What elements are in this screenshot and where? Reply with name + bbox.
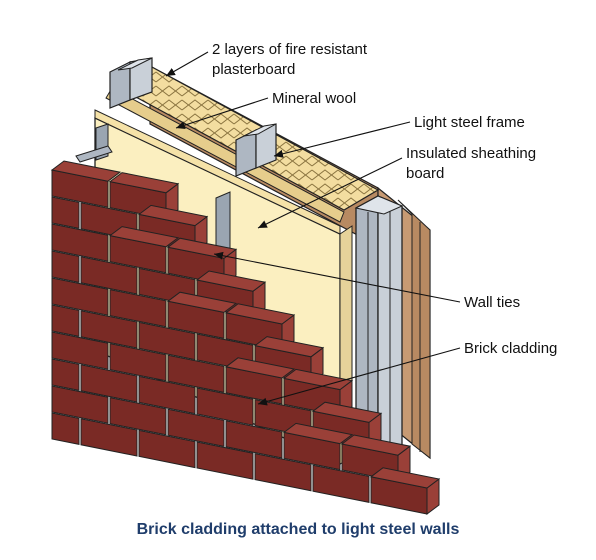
- brick-top: [282, 422, 354, 445]
- brick: [51, 385, 109, 424]
- brick: [196, 441, 254, 480]
- brick: [51, 250, 80, 284]
- leader-wall-ties: [213, 251, 461, 303]
- brick: [51, 223, 109, 262]
- brick-top: [253, 336, 325, 358]
- brick-top: [137, 204, 209, 227]
- leader-plasterboard: [165, 51, 209, 77]
- leader-sheathing: [257, 157, 403, 229]
- brick: [80, 256, 138, 295]
- brick: [138, 321, 196, 361]
- label-plasterboard-1: 2 layers of fire resistant: [212, 41, 368, 58]
- brick: [51, 331, 109, 370]
- label-sheathing-2: board: [406, 165, 444, 182]
- brick-top: [195, 270, 267, 292]
- brick: [80, 418, 138, 457]
- wall-tie-upper: [75, 123, 113, 163]
- label-mineral-wool: Mineral wool: [272, 90, 356, 107]
- leader-lines: [165, 51, 461, 406]
- figure-caption: Brick cladding attached to light steel w…: [137, 521, 460, 538]
- brick-top: [340, 434, 412, 456]
- brick-cladding: [50, 160, 441, 515]
- leader-steel-frame: [273, 121, 411, 158]
- brick: [167, 354, 225, 394]
- brick-top: [311, 401, 383, 423]
- brick: [167, 408, 225, 448]
- brick: [51, 277, 109, 316]
- steel-stud-middle: [235, 123, 277, 177]
- brick-top: [224, 357, 296, 379]
- brick-top: [224, 303, 296, 325]
- brick: [109, 288, 167, 328]
- brick: [80, 310, 138, 349]
- leader-mineral-wool: [175, 97, 269, 130]
- brick-top: [369, 467, 441, 489]
- leader-brick-cladding: [257, 347, 461, 406]
- brick: [51, 304, 80, 338]
- brick: [254, 452, 312, 492]
- brick: [51, 412, 80, 446]
- brick: [51, 358, 80, 392]
- label-steel-frame: Light steel frame: [414, 114, 525, 131]
- brick-top: [108, 226, 180, 248]
- brick-top: [50, 160, 122, 182]
- brick: [138, 429, 196, 469]
- steel-stud-front: [354, 194, 404, 468]
- brick-top: [282, 368, 354, 391]
- label-wall-ties: Wall ties: [464, 294, 520, 311]
- label-plasterboard-2: plasterboard: [212, 61, 295, 78]
- label-sheathing-1: Insulated sheathing: [406, 145, 536, 162]
- brick: [109, 342, 167, 382]
- brick-top: [166, 291, 238, 313]
- brick: [109, 396, 167, 436]
- brick: [196, 387, 254, 426]
- steel-stud-back: [109, 57, 153, 109]
- brick-top: [108, 172, 180, 194]
- brick: [80, 364, 138, 403]
- label-brick-cladding: Brick cladding: [464, 340, 557, 357]
- brick: [225, 420, 283, 459]
- brick: [138, 375, 196, 415]
- brick: [312, 464, 370, 504]
- brick: [51, 196, 80, 230]
